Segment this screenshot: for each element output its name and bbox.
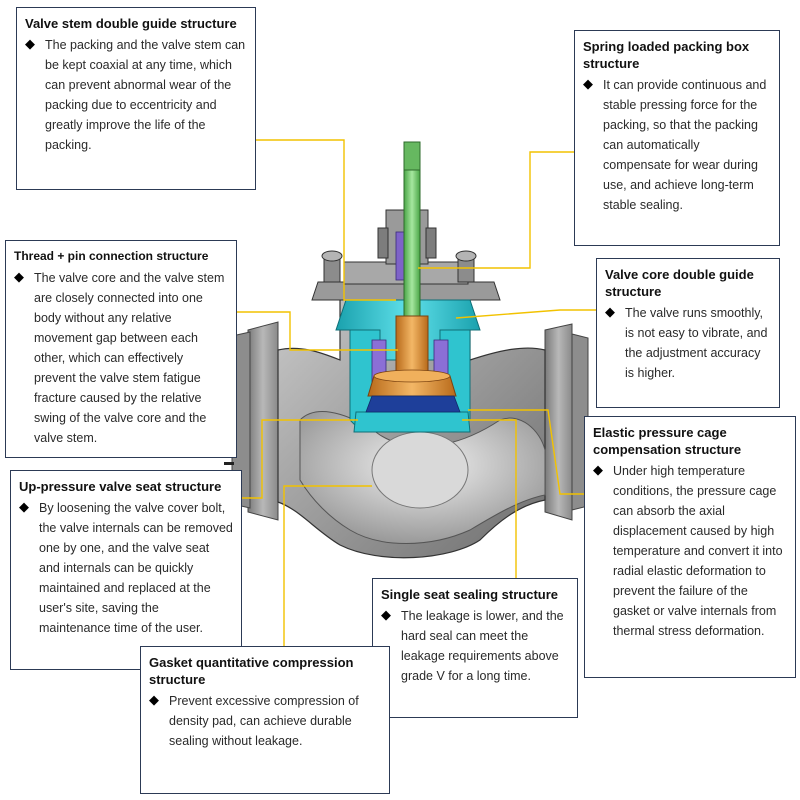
- callout-text: The valve runs smoothly, is not easy to …: [625, 306, 768, 380]
- callout-spring-packing: Spring loaded packing box structure ◆ It…: [574, 30, 780, 246]
- callout-title: Valve core double guide structure: [605, 267, 754, 299]
- callout-stem-guide: Valve stem double guide structure ◆ The …: [16, 7, 256, 190]
- callout-text: Under high temperature conditions, the p…: [613, 464, 783, 638]
- callout-title: Spring loaded packing box structure: [583, 39, 750, 71]
- bullet-diamond-icon: ◆: [583, 76, 593, 91]
- callout-cage: Elastic pressure cage compensation struc…: [584, 416, 796, 678]
- callout-title: Up-pressure valve seat structure: [19, 479, 222, 494]
- callout-title: Thread + pin connection structure: [14, 249, 209, 263]
- callout-title: Gasket quantitative compression structur…: [149, 655, 354, 687]
- bullet-diamond-icon: ◆: [14, 269, 24, 284]
- callout-title: Single seat sealing structure: [381, 587, 559, 602]
- callout-thread-pin: Thread + pin connection structure ◆ The …: [5, 240, 237, 458]
- callout-single-seat: Single seat sealing structure ◆ The leak…: [372, 578, 578, 718]
- bullet-diamond-icon: ◆: [593, 462, 603, 477]
- callout-seat: Up-pressure valve seat structure ◆ By lo…: [10, 470, 242, 670]
- callout-text: By loosening the valve cover bolt, the v…: [39, 501, 233, 635]
- bullet-diamond-icon: ◆: [25, 36, 35, 51]
- bullet-diamond-icon: ◆: [149, 692, 159, 707]
- callout-text: Prevent excessive compression of density…: [169, 694, 359, 748]
- bullet-diamond-icon: ◆: [605, 304, 615, 319]
- callout-core-guide: Valve core double guide structure ◆ The …: [596, 258, 780, 408]
- callout-text: The valve core and the valve stem are cl…: [34, 271, 225, 445]
- callout-text: The packing and the valve stem can be ke…: [45, 38, 246, 152]
- callout-text: It can provide continuous and stable pre…: [603, 78, 767, 212]
- callout-title: Valve stem double guide structure: [25, 16, 237, 31]
- callout-gasket: Gasket quantitative compression structur…: [140, 646, 390, 794]
- callout-text: The leakage is lower, and the hard seal …: [401, 609, 564, 683]
- bullet-diamond-icon: ◆: [381, 607, 391, 622]
- bullet-diamond-icon: ◆: [19, 499, 29, 514]
- callout-title: Elastic pressure cage compensation struc…: [593, 425, 742, 457]
